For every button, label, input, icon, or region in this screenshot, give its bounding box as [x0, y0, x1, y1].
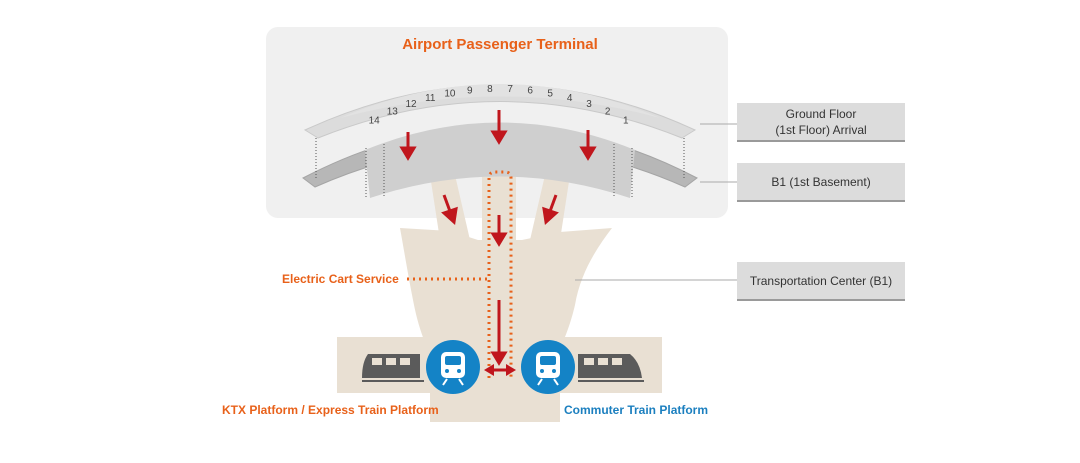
- gate-numbers: 14 13 12 11 10 9 8 7 6 5 4 3 2 1: [369, 84, 629, 126]
- walking-arrows: [399, 110, 597, 372]
- ktx-platform-label: KTX Platform / Express Train Platform: [222, 403, 439, 417]
- callout-ground-floor: Ground Floor (1st Floor) Arrival: [737, 103, 905, 142]
- gate-number: 6: [527, 86, 533, 97]
- train-icon: [362, 354, 424, 382]
- gate-number: 2: [605, 107, 611, 118]
- diagram-title: Airport Passenger Terminal: [402, 36, 598, 53]
- commuter-platform-icon: [521, 340, 575, 394]
- gate-number: 14: [369, 115, 381, 126]
- bidirectional-arrow-icon: [484, 364, 494, 376]
- gate-number: 11: [425, 93, 436, 104]
- gate-number: 8: [487, 84, 493, 95]
- gate-number: 7: [507, 84, 513, 95]
- electric-cart-route: [407, 170, 513, 378]
- ground-floor-label: Ground Floor: [785, 106, 857, 121]
- train-icon: [578, 354, 644, 382]
- ktx-platform-icon: [426, 340, 480, 394]
- commuter-platform-label: Commuter Train Platform: [564, 403, 709, 417]
- gate-number: 5: [547, 89, 553, 100]
- callout-transportation-center: Transportation Center (B1): [737, 262, 905, 301]
- bidirectional-arrow-icon: [506, 364, 516, 376]
- callout-b1: B1 (1st Basement): [737, 163, 905, 202]
- ground-floor-arc: [340, 84, 660, 118]
- gate-number: 13: [387, 107, 399, 118]
- floor-connectors: [315, 138, 685, 198]
- b1-arc-band: [365, 122, 635, 198]
- gate-number: 3: [586, 99, 592, 110]
- transport-label: Transportation Center (B1): [749, 273, 893, 288]
- b1-label: B1 (1st Basement): [771, 174, 871, 189]
- gate-number: 9: [467, 86, 473, 97]
- gate-number: 1: [623, 115, 629, 126]
- gate-number: 10: [444, 89, 456, 100]
- arrival-label: (1st Floor) Arrival: [775, 122, 867, 137]
- gate-number: 4: [567, 93, 573, 104]
- gate-number: 12: [405, 99, 417, 110]
- electric-cart-label: Electric Cart Service: [282, 272, 399, 286]
